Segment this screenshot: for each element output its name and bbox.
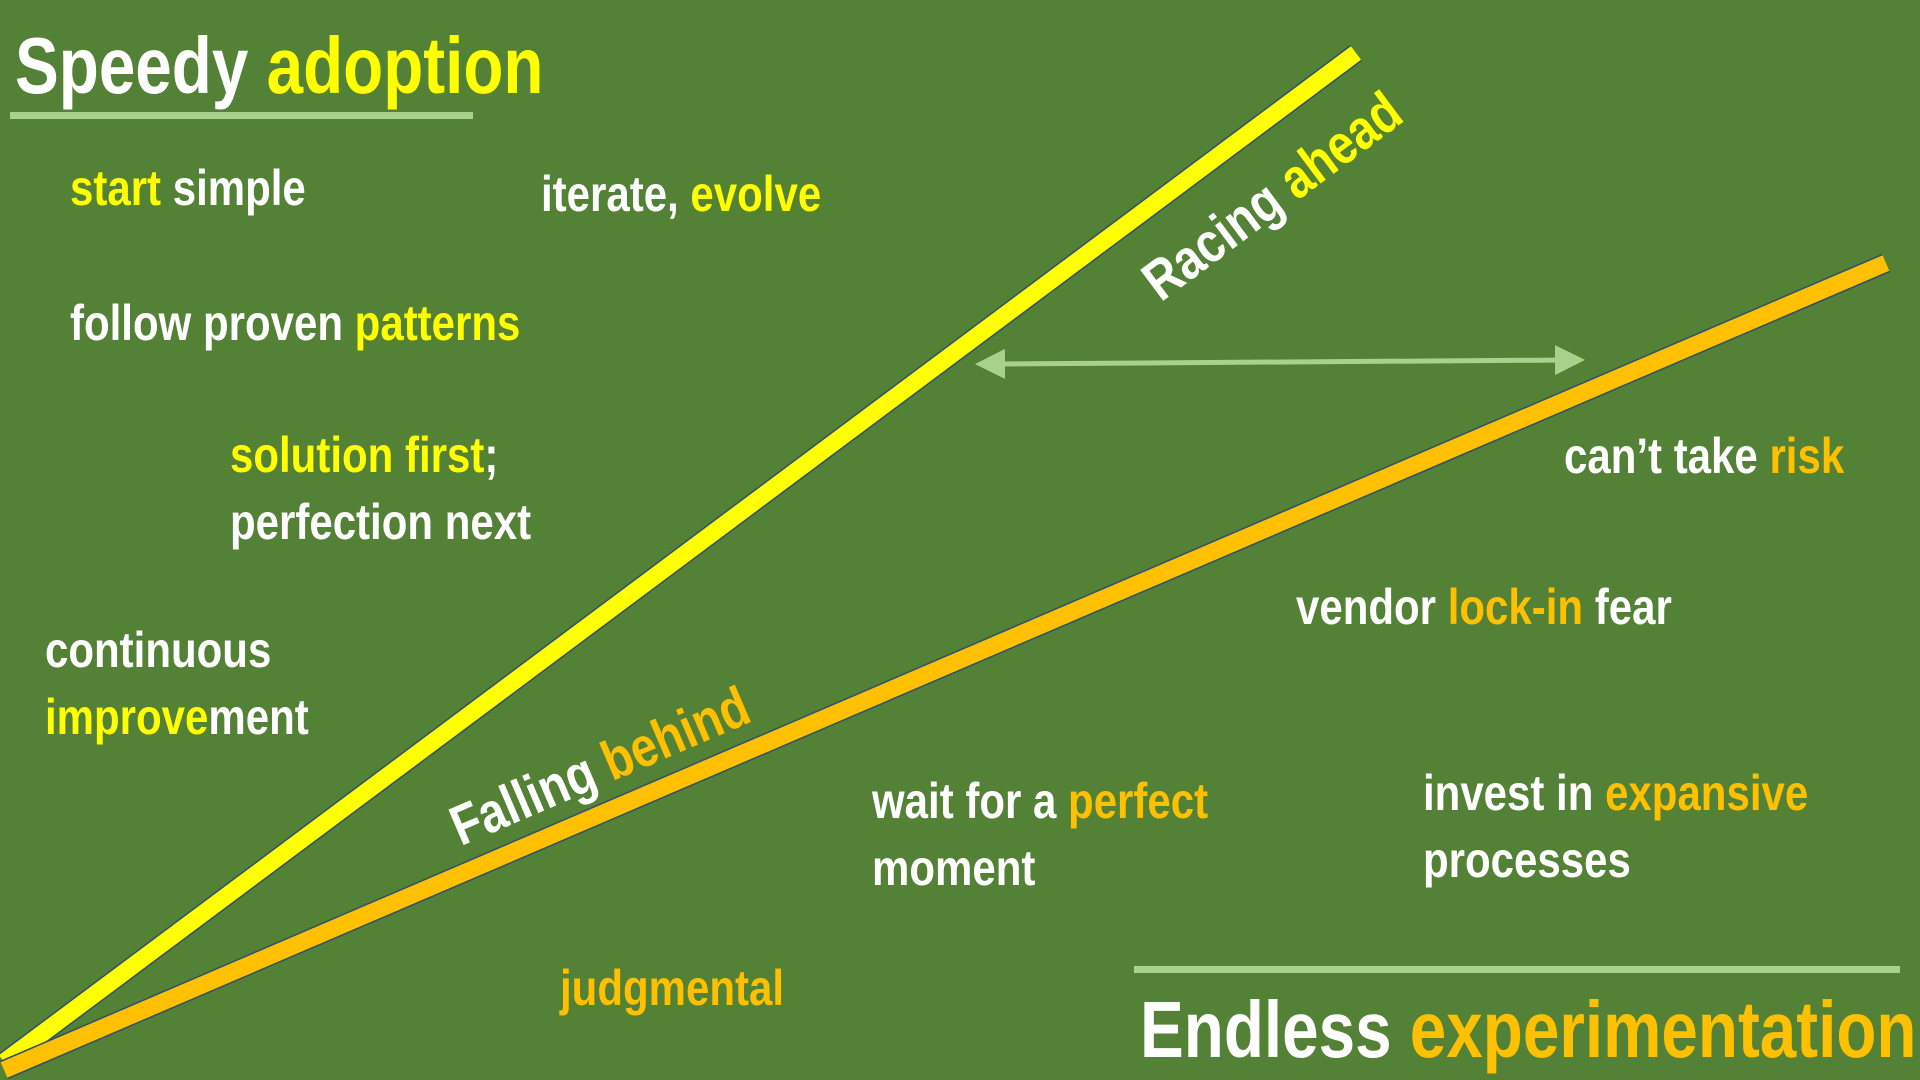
highlight: improve <box>45 689 209 745</box>
text: invest in <box>1423 765 1594 821</box>
item-continuous-improvement: continuous improvement <box>45 617 309 751</box>
text: ment <box>208 689 309 745</box>
item-follow-proven-patterns: follow proven patterns <box>70 298 520 348</box>
item-iterate-evolve: iterate, evolve <box>541 169 821 219</box>
text: simple <box>172 160 306 216</box>
item-wait-perfect-moment: wait for a perfect moment <box>872 768 1208 902</box>
text: wait for a <box>872 773 1057 829</box>
text: perfection next <box>230 494 532 550</box>
highlight: lock-in <box>1447 579 1584 635</box>
highlight: start <box>70 160 162 216</box>
item-invest-expansive: invest in expansive processes <box>1423 760 1808 894</box>
title-highlight: adoption <box>266 21 544 110</box>
title-word: Endless <box>1140 985 1392 1074</box>
item-judgmental: judgmental <box>560 960 785 1016</box>
highlight: evolve <box>690 166 822 222</box>
text: vendor <box>1296 579 1437 635</box>
title-endless-experimentation: Endless experimentation <box>1140 990 1917 1070</box>
item-vendor-lock-in: vendor lock-in fear <box>1296 582 1672 632</box>
highlight: patterns <box>354 295 521 351</box>
gap-double-arrow <box>975 345 1585 379</box>
text: follow proven <box>70 295 343 351</box>
title-underline-bottom <box>1134 966 1900 973</box>
title-underline-top <box>10 112 473 119</box>
title-word: Speedy <box>15 21 249 110</box>
highlight: solution first <box>230 427 485 483</box>
text: iterate, <box>541 166 679 222</box>
text: fear <box>1594 579 1672 635</box>
text: can’t take <box>1564 428 1758 484</box>
text: moment <box>872 840 1036 896</box>
falling-behind-line-fill <box>0 255 1890 1078</box>
highlight: risk <box>1769 428 1845 484</box>
text: continuous <box>45 622 272 678</box>
text: processes <box>1423 832 1631 888</box>
highlight: expansive <box>1605 765 1809 821</box>
title-speedy-adoption: Speedy adoption <box>15 26 544 106</box>
highlight: perfect <box>1068 773 1209 829</box>
item-solution-first: solution first; perfection next <box>230 422 531 556</box>
text: ; <box>484 427 499 483</box>
title-highlight: experimentation <box>1409 985 1917 1074</box>
item-start-simple: start simple <box>70 163 306 213</box>
item-cant-take-risk: can’t take risk <box>1564 431 1844 481</box>
racing-ahead-line-fill <box>0 46 1362 1069</box>
